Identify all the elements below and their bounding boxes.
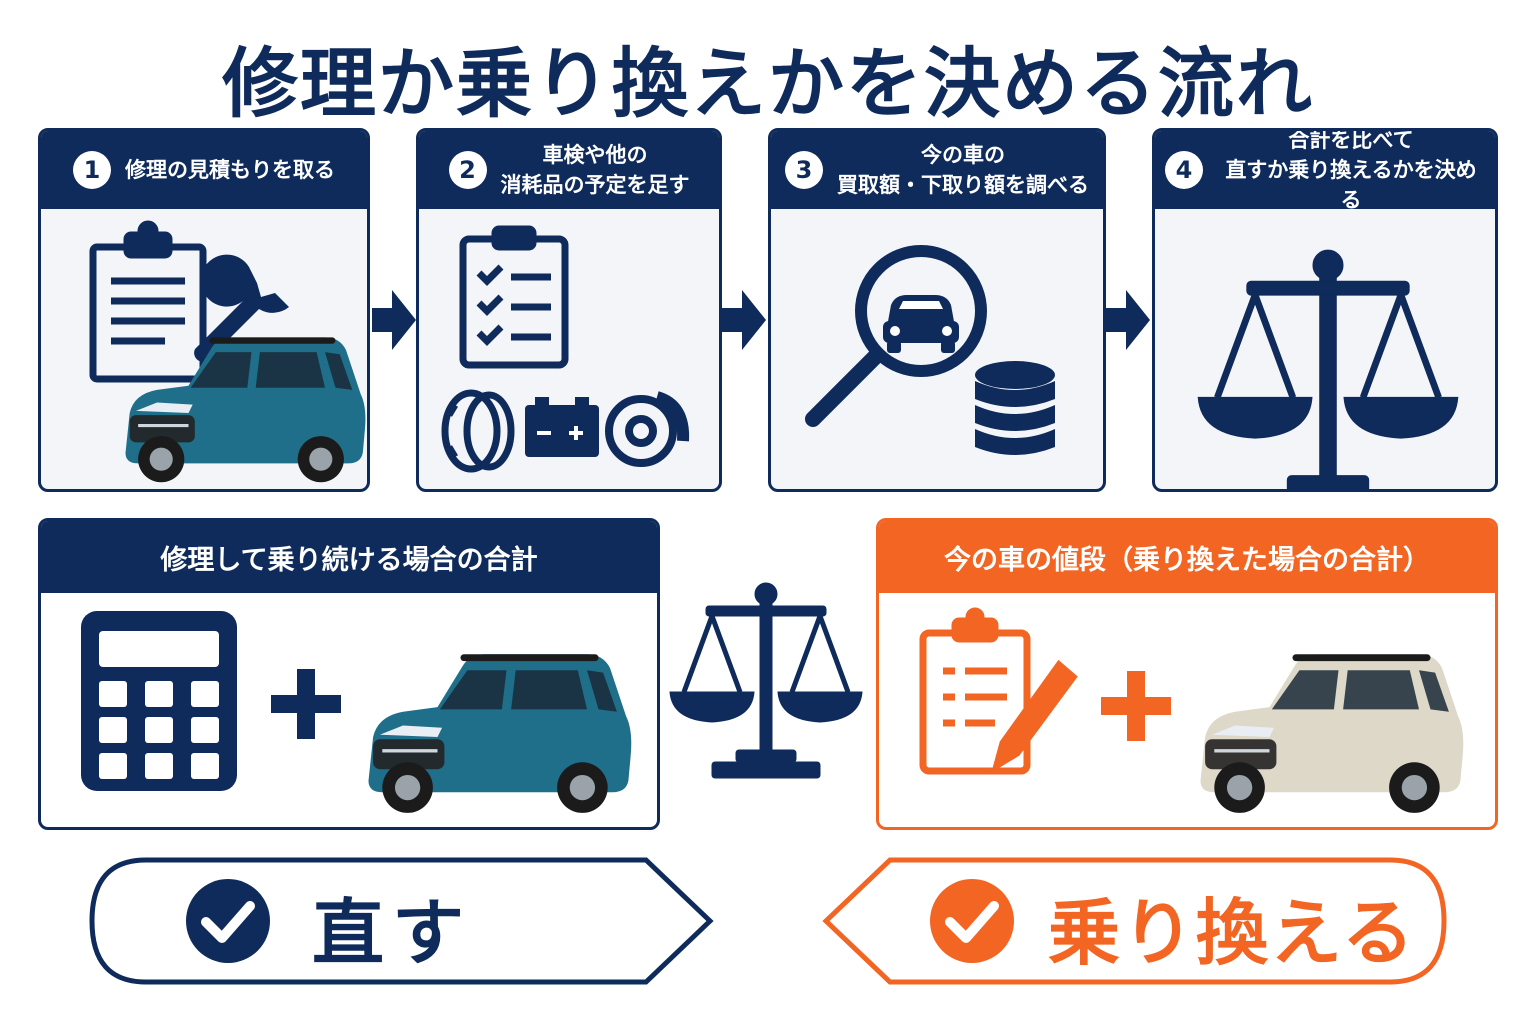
car-image (1198, 652, 1466, 815)
step-header-4: 4 合計を比べて 直すか乗り換えるかを決める (1155, 131, 1495, 212)
tire-icon (441, 389, 515, 473)
step-number-badge: 4 (1165, 151, 1203, 189)
step-header-2: 2 車検や他の 消耗品の予定を足す (419, 131, 719, 209)
step-title: 修理の見積もりを取る (125, 158, 335, 182)
step-card-3: 3 今の車の 買取額・下取り額を調べる (768, 128, 1106, 492)
replace-total-title: 今の車の値段（乗り換えた場合の合計） (879, 521, 1495, 593)
repair-total-box: 修理して乗り続ける場合の合計 (38, 518, 660, 830)
car-image (366, 652, 634, 815)
arrow-right-icon (722, 290, 766, 350)
decision-fix-label: 直す (312, 891, 473, 975)
coin-stack-icon (975, 361, 1055, 455)
step-card-2: 2 車検や他の 消耗品の予定を足す (416, 128, 722, 492)
step-title: 今の車の 買取額・下取り額を調べる (837, 143, 1089, 197)
replace-total-box: 今の車の値段（乗り換えた場合の合計） (876, 518, 1498, 830)
clipboard-icon (89, 220, 207, 383)
balance-scale-icon (1198, 250, 1457, 489)
arrow-right-icon (372, 290, 416, 350)
step-card-4: 4 合計を比べて 直すか乗り換えるかを決める (1152, 128, 1498, 492)
balance-scale-icon (666, 582, 866, 782)
step-title: 車検や他の 消耗品の予定を足す (500, 143, 690, 197)
decision-fix: 直す (86, 856, 716, 986)
step-number-badge: 2 (448, 151, 487, 189)
brake-disc-icon (605, 391, 690, 467)
plus-icon (271, 669, 341, 739)
wrench-icon (194, 254, 289, 362)
step-card-1: 1 修理の見積もりを取る (38, 128, 370, 492)
calculator-icon (81, 611, 237, 791)
page-title: 修理か乗り換えかを決める流れ (222, 39, 1314, 128)
battery-icon (525, 397, 599, 457)
repair-total-title: 修理して乗り続ける場合の合計 (41, 521, 657, 593)
step-number-badge: 1 (73, 151, 111, 189)
step-header-3: 3 今の車の 買取額・下取り額を調べる (771, 131, 1103, 209)
decision-replace-label: 乗り換える (1048, 891, 1416, 975)
check-circle-icon (930, 879, 1014, 963)
plus-icon (1101, 671, 1171, 741)
arrow-right-icon (1106, 290, 1150, 350)
step-number-badge: 3 (785, 151, 823, 189)
magnifier-car-icon (805, 245, 987, 427)
step-title: 合計を比べて 直すか乗り換えるかを決める (1225, 128, 1477, 212)
checklist-icon (459, 225, 569, 369)
decision-replace: 乗り換える (820, 856, 1450, 986)
step-header-1: 1 修理の見積もりを取る (41, 131, 367, 209)
car-image (123, 335, 367, 484)
check-circle-icon (186, 879, 270, 963)
clipboard-pen-icon (919, 607, 1078, 775)
